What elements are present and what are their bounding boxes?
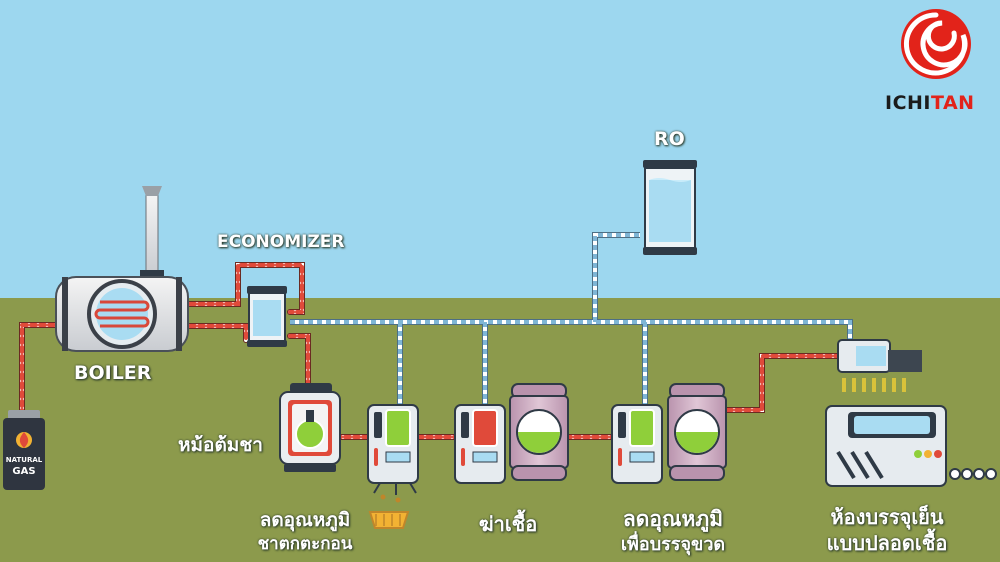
label-natural-gas-line1: NATURAL bbox=[5, 456, 43, 464]
ichitan-logo-icon bbox=[901, 9, 971, 79]
thermometer-icon bbox=[374, 448, 378, 466]
storage-tank-1 bbox=[509, 383, 569, 481]
label-natural-gas-line2: GAS bbox=[12, 466, 36, 477]
cool-filter-unit bbox=[367, 404, 419, 503]
boiler bbox=[55, 186, 189, 352]
basket-icon bbox=[368, 511, 410, 529]
label-cool-bottle-line2: เพื่อบรรจุขวด bbox=[620, 534, 726, 555]
cold-pipes bbox=[290, 232, 853, 405]
label-economizer: ECONOMIZER bbox=[217, 232, 345, 252]
label-aseptic: ห้องบรรจุเย็น แบบปลอดเชื้อ bbox=[808, 504, 966, 556]
gas-flame-icon bbox=[16, 432, 32, 448]
label-cool-bottle-line1: ลดอุณหภูมิ bbox=[622, 507, 724, 531]
economizer bbox=[247, 286, 287, 347]
brand-name: ICHITAN bbox=[885, 92, 975, 114]
label-cool-filter-line1: ลดอุณหภูมิ bbox=[259, 509, 351, 531]
label-sterilize: ฆ่าเชื้อ bbox=[478, 512, 538, 536]
brand-name-part2: TAN bbox=[930, 92, 975, 114]
ro-tank bbox=[643, 160, 697, 255]
label-aseptic-line2: แบบปลอดเชื้อ bbox=[826, 531, 948, 555]
sterilize-unit bbox=[454, 404, 506, 484]
cool-bottle-unit bbox=[611, 404, 663, 484]
brand-name-part1: ICHI bbox=[885, 92, 931, 114]
label-cool-bottle: ลดอุณหภูมิ เพื่อบรรจุขวด bbox=[598, 506, 748, 558]
aseptic-filler bbox=[825, 339, 997, 487]
sky bbox=[0, 0, 1000, 300]
natural-gas-tank bbox=[3, 410, 45, 490]
label-aseptic-line1: ห้องบรรจุเย็น bbox=[830, 505, 944, 529]
label-boiler: BOILER bbox=[74, 362, 152, 384]
label-ro: RO bbox=[654, 128, 685, 150]
label-tea-pot: หม้อต้มชา bbox=[178, 434, 263, 456]
hot-pipes bbox=[19, 262, 843, 440]
tea-pot-tank bbox=[279, 383, 341, 472]
storage-tank-2 bbox=[667, 383, 727, 481]
label-cool-filter-line2: ชาตกตะกอน bbox=[257, 534, 353, 554]
label-natural-gas: NATURAL GAS bbox=[3, 455, 45, 477]
label-cool-filter: ลดอุณหภูมิ ชาตกตะกอน bbox=[244, 508, 366, 556]
